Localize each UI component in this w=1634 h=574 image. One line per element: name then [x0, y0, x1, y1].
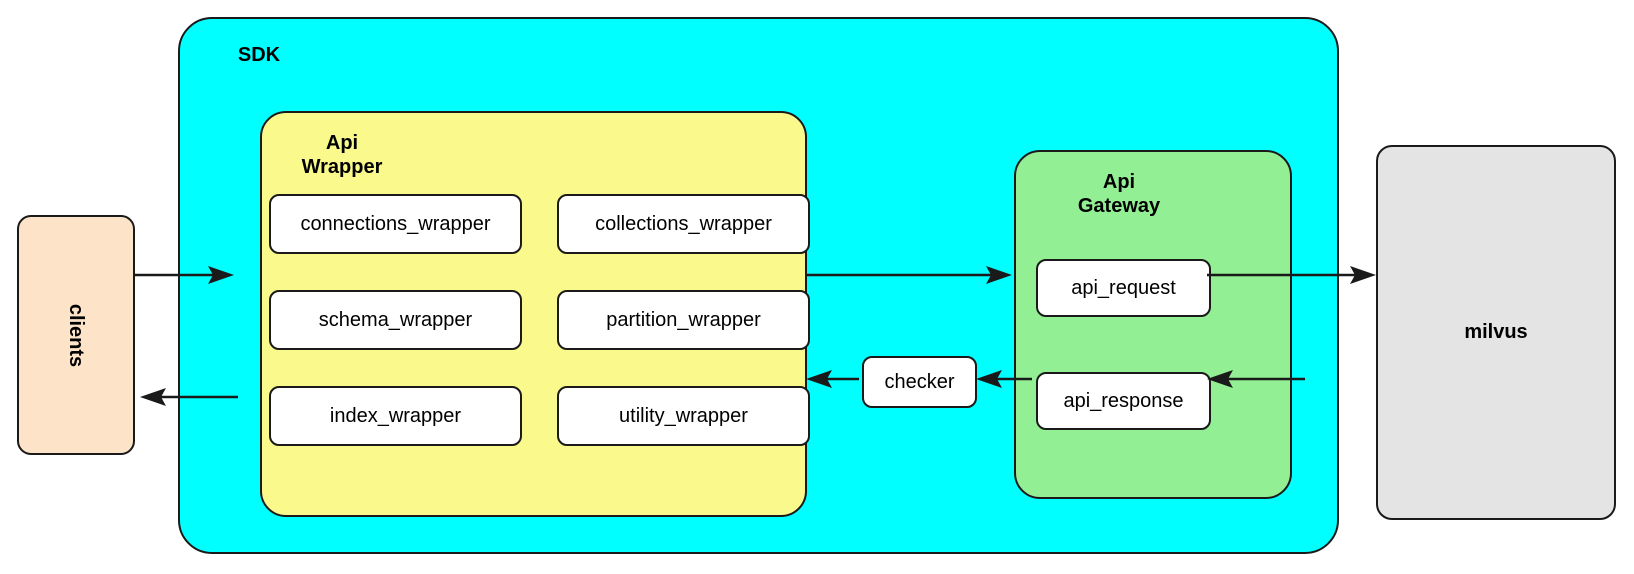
module-index-wrapper[interactable]: index_wrapper	[269, 386, 522, 446]
module-label: partition_wrapper	[606, 309, 761, 331]
sdk-container[interactable]: SDK Api Wrapper connections_wrapper coll…	[178, 17, 1339, 554]
api-wrapper-container[interactable]: Api Wrapper connections_wrapper collecti…	[260, 111, 810, 517]
checker-box[interactable]: checker	[862, 356, 977, 408]
module-label: collections_wrapper	[595, 213, 772, 235]
module-label: schema_wrapper	[318, 309, 473, 331]
module-partition-wrapper[interactable]: partition_wrapper	[557, 290, 810, 350]
module-label: index_wrapper	[329, 405, 462, 427]
module-label: utility_wrapper	[619, 405, 748, 427]
api-request-label: api_request	[1071, 277, 1176, 299]
api-request-box[interactable]: api_request	[1036, 259, 1211, 317]
api-gateway-title: Api Gateway	[1077, 171, 1161, 217]
checker-label: checker	[884, 370, 955, 393]
clients-box[interactable]: clients	[17, 215, 135, 455]
api-gateway-container[interactable]: Api Gateway api_request api_response	[1014, 150, 1292, 499]
api-wrapper-title: Api Wrapper	[301, 132, 383, 178]
module-collections-wrapper[interactable]: collections_wrapper	[557, 194, 810, 254]
sdk-title: SDK	[237, 44, 281, 66]
api-response-label: api_response	[1063, 390, 1184, 412]
module-connections-wrapper[interactable]: connections_wrapper	[269, 194, 522, 254]
clients-label: clients	[65, 303, 88, 367]
module-utility-wrapper[interactable]: utility_wrapper	[557, 386, 810, 446]
module-schema-wrapper[interactable]: schema_wrapper	[269, 290, 522, 350]
milvus-box[interactable]: milvus	[1376, 145, 1616, 520]
module-label: connections_wrapper	[300, 213, 491, 235]
milvus-label: milvus	[1464, 321, 1528, 343]
api-response-box[interactable]: api_response	[1036, 372, 1211, 430]
